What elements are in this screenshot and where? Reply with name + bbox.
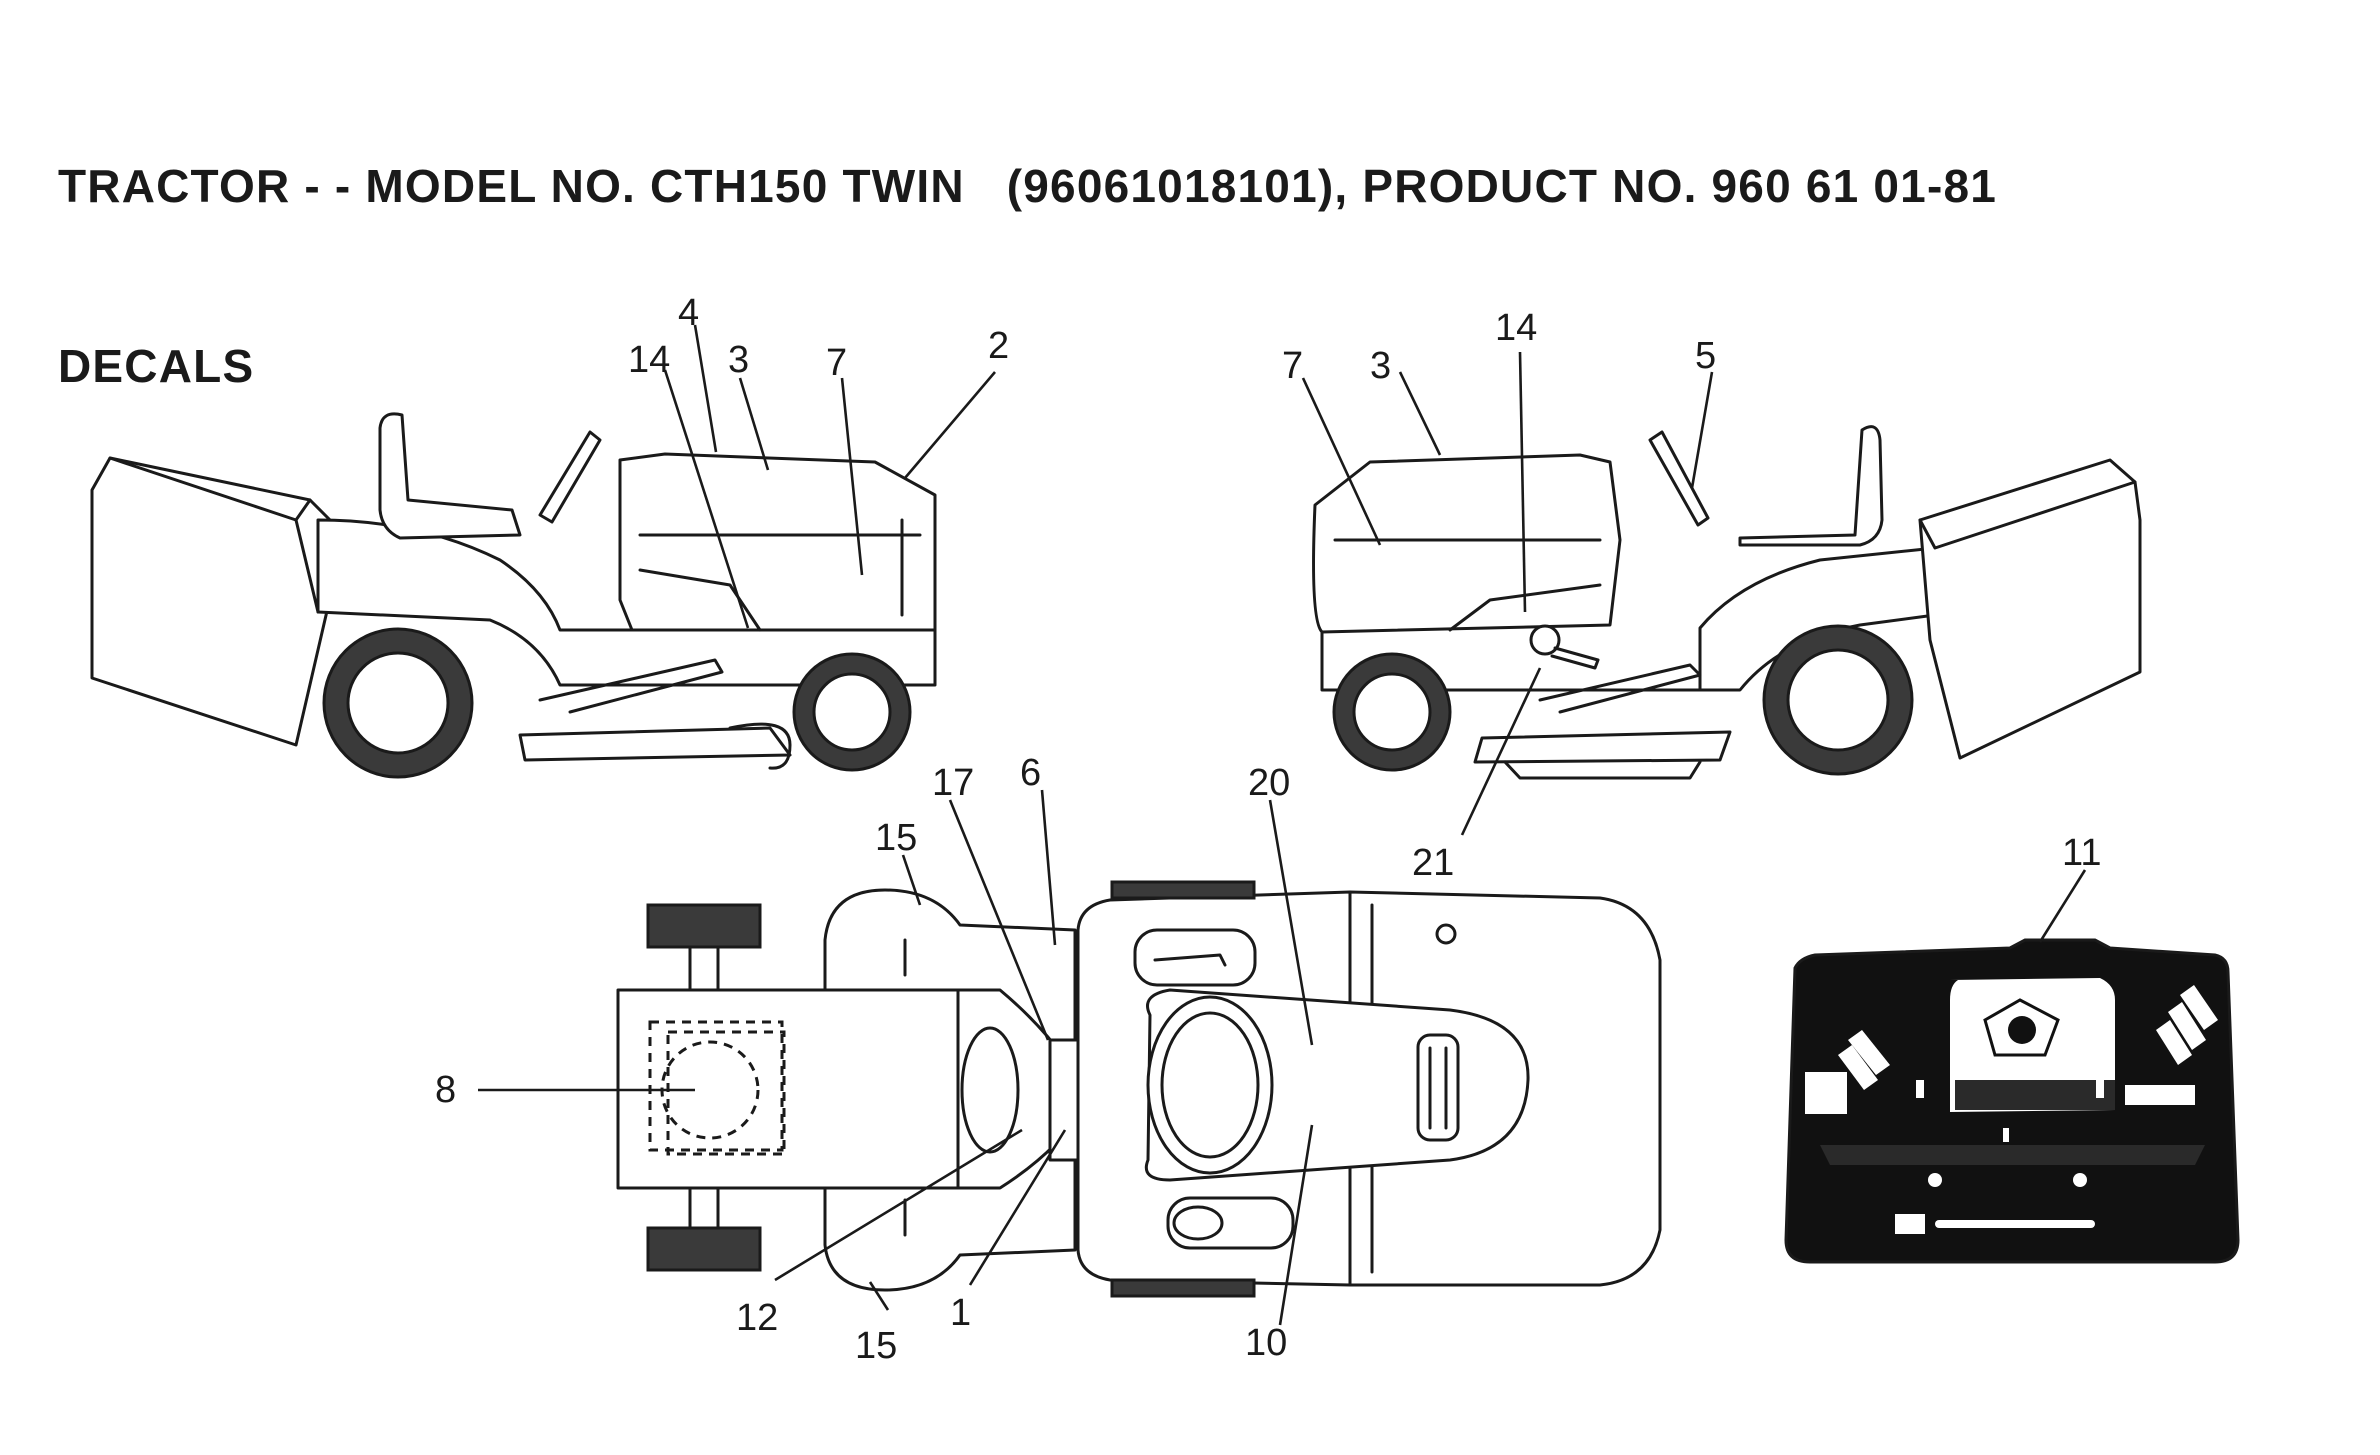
grass-bag-left <box>90 456 332 747</box>
mower-deck-right <box>1473 730 1732 764</box>
rear-tire-top-upper <box>646 903 762 949</box>
title-line-2: DECALS <box>58 340 255 392</box>
callout-12-top: 12 <box>736 1297 778 1339</box>
steering-wheel-left <box>538 430 602 524</box>
steering-wheel-right <box>1648 430 1710 527</box>
callout-7-left: 7 <box>826 342 847 384</box>
callout-21-right: 21 <box>1412 842 1454 884</box>
seat-right <box>1738 425 1884 547</box>
callout-2-left: 2 <box>988 325 1009 367</box>
speed-icons-panel <box>2125 1085 2195 1105</box>
grass-bag-right <box>1918 458 2142 760</box>
tractor-top-view <box>616 880 1662 1298</box>
tractor-left-side-view <box>90 412 937 779</box>
callout-14-right: 14 <box>1495 307 1537 349</box>
lift-lever-knob <box>1529 624 1561 656</box>
choke-icon-panel <box>1895 1214 1925 1234</box>
leaders-left-view <box>663 324 996 629</box>
callout-4-left: 4 <box>678 292 699 334</box>
callout-15-bottom: 15 <box>855 1325 897 1367</box>
callout-20-top: 20 <box>1248 762 1290 804</box>
callout-3-right: 3 <box>1370 345 1391 387</box>
page-title: TRACTOR - - MODEL NO. CTH150 TWIN (96061… <box>58 36 1997 516</box>
leaders-top-view <box>478 789 1314 1326</box>
callout-7-right: 7 <box>1282 345 1303 387</box>
callout-3-left: 3 <box>728 339 749 381</box>
callout-5-right: 5 <box>1695 335 1716 377</box>
callout-15-top: 15 <box>875 817 917 859</box>
leader-11 <box>2038 869 2087 943</box>
hood-right <box>1312 453 1622 634</box>
callout-17-top: 17 <box>932 762 974 804</box>
control-panel-decal <box>1784 938 2240 1264</box>
rear-tire-top-lower <box>646 1226 762 1272</box>
callout-8-top: 8 <box>435 1069 456 1111</box>
mower-deck-left <box>518 726 792 762</box>
fuel-cap-top <box>1416 1033 1460 1142</box>
callout-10-top: 10 <box>1245 1322 1287 1364</box>
callout-14-left: 14 <box>628 339 670 381</box>
tractor-right-side-view <box>1312 425 2142 780</box>
callout-6-top: 6 <box>1020 752 1041 794</box>
title-line-1: TRACTOR - - MODEL NO. CTH150 TWIN (96061… <box>58 160 1998 212</box>
seat-left <box>378 412 522 540</box>
throttle-slot <box>1935 1220 2095 1228</box>
hood-left <box>618 452 937 632</box>
callout-1-top: 1 <box>950 1292 971 1334</box>
rear-fender-right <box>1698 546 1937 692</box>
leaders-right-view <box>1301 351 1714 836</box>
steering-wheel-top <box>1146 995 1274 1175</box>
warning-icon-panel <box>1805 1072 1847 1114</box>
callout-11-panel: 11 <box>2062 832 2101 874</box>
